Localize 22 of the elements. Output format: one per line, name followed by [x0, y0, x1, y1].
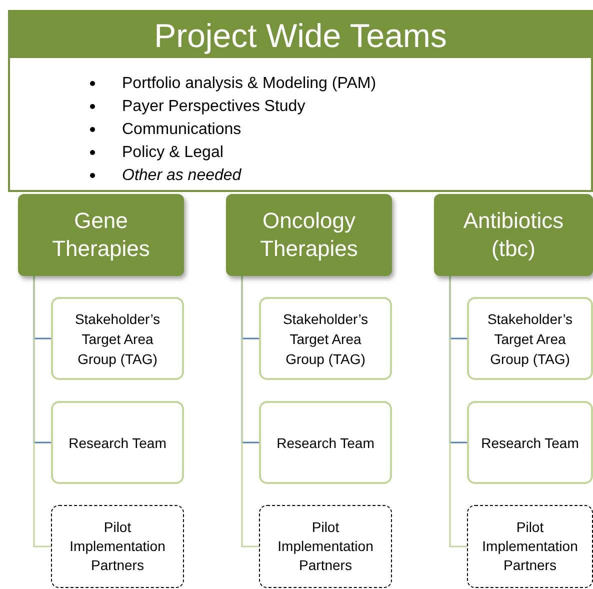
team-box: Research Team	[51, 401, 184, 484]
bullet-item: Other as needed	[90, 164, 591, 187]
partner-box: Pilot Implementation Partners	[467, 505, 593, 588]
category-box: Oncology Therapies	[226, 194, 392, 276]
bullet-item: Communications	[90, 118, 591, 141]
team-box: Stakeholder’s Target Area Group (TAG)	[467, 297, 593, 380]
panel-title: Project Wide Teams	[154, 18, 447, 52]
bullet-item: Payer Perspectives Study	[90, 95, 591, 118]
team-box: Stakeholder’s Target Area Group (TAG)	[259, 297, 392, 380]
bullet-item: Portfolio analysis & Modeling (PAM)	[90, 72, 591, 95]
team-box: Stakeholder’s Target Area Group (TAG)	[51, 297, 184, 380]
partner-box: Pilot Implementation Partners	[259, 505, 392, 588]
category-box: Gene Therapies	[18, 194, 184, 276]
connector-line	[241, 276, 259, 548]
category-box: Antibiotics (tbc)	[434, 194, 593, 276]
bullet-item: Policy & Legal	[90, 141, 591, 164]
connector-line	[33, 276, 51, 548]
connector-line	[449, 276, 467, 548]
team-box: Research Team	[259, 401, 392, 484]
team-panel	[8, 10, 593, 192]
partner-box: Pilot Implementation Partners	[51, 505, 184, 588]
team-box: Research Team	[467, 401, 593, 484]
